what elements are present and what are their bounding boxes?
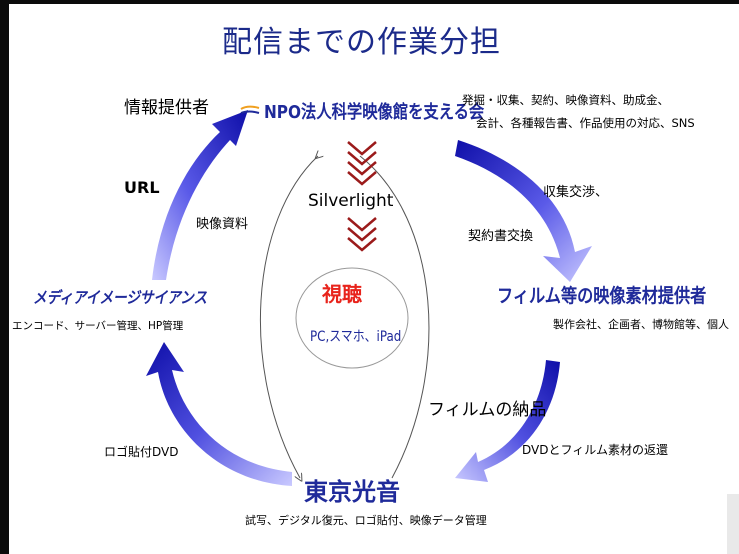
arrow-media-to-npo [152, 110, 248, 280]
chevron-down-icon-group-lower [347, 217, 377, 252]
flow-label-dvd-return: DVDとフィルム素材の返還 [522, 443, 668, 457]
flow-label-collection-negotiation: 収集交渉、 [543, 185, 609, 200]
flow-label-logo-dvd: ロゴ貼付DVD [104, 445, 179, 459]
npo-logo-icon [240, 105, 260, 114]
viewing-devices: PC,スマホ、iPad [310, 329, 402, 345]
arrow-tokyo-to-media [146, 342, 292, 486]
tokyo-koon-node-label: 東京光音 [304, 478, 400, 506]
flow-label-video-materials: 映像資料 [196, 217, 249, 232]
window-edge-top [0, 0, 739, 4]
window-edge-left [0, 0, 9, 554]
thin-arrow-npo-tokyo-right [359, 155, 430, 479]
film-provider-types: 製作会社、企画者、博物館等、個人 [553, 318, 729, 331]
viewing-node-label: 視聴 [322, 282, 362, 306]
arrow-npo-to-provider [455, 140, 592, 282]
npo-tasks-line1: 発掘・収集、契約、映像資料、助成金、 [462, 93, 669, 107]
npo-role-label: 情報提供者 [124, 98, 209, 118]
flow-label-url: URL [124, 178, 160, 197]
flow-label-film-delivery: フィルムの納品 [428, 400, 547, 420]
tokyo-koon-tasks: 試写、デジタル復元、ロゴ貼付、映像データ管理 [245, 514, 487, 527]
flow-label-contract-exchange: 契約書交換 [468, 229, 534, 244]
media-science-node-label: メディアイメージサイアンス [33, 288, 208, 307]
npo-node-label: NPO法人科学映像館を支える会 [264, 102, 485, 123]
arrow-provider-to-tokyo [455, 360, 560, 482]
npo-tasks-line2: 会計、各種報告書、作品使用の対応、SNS [476, 116, 695, 130]
window-edge-corner [727, 494, 739, 554]
film-provider-node-label: フィルム等の映像素材提供者 [497, 285, 707, 307]
page-title: 配信までの作業分担 [222, 25, 501, 60]
chevron-down-icon-group-upper [347, 141, 377, 186]
delivery-platform-label: Silverlight [308, 191, 394, 211]
media-science-tasks: エンコード、サーバー管理、HP管理 [12, 320, 184, 332]
thin-arrow-npo-tokyo-left [259, 156, 318, 478]
viewing-ellipse [295, 267, 409, 369]
